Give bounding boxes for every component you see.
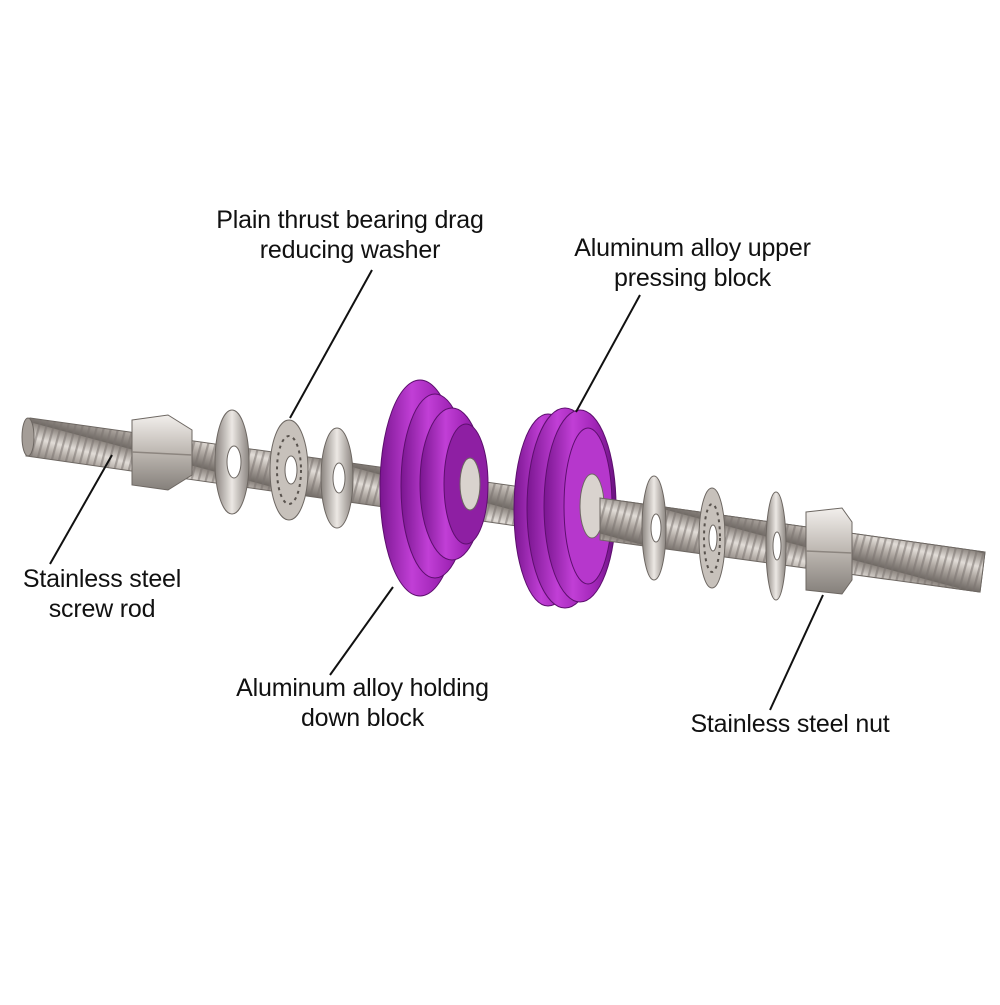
label-holding-block-line-2: down block xyxy=(300,704,425,732)
leader-nut xyxy=(769,594,824,711)
label-thrust-washer-line-2: reducing washer xyxy=(259,236,441,264)
upper-pressing-block xyxy=(513,407,617,609)
label-screw-rod-line-1: Stainless steel xyxy=(22,565,182,593)
leader-holding-block xyxy=(329,586,394,676)
label-upper-block: Aluminum alloy upper pressing block xyxy=(560,233,825,293)
left-washer-1 xyxy=(214,409,250,515)
label-upper-block-line-1: Aluminum alloy upper xyxy=(574,234,811,262)
holding-down-block xyxy=(379,379,489,597)
leader-screw-rod xyxy=(49,454,113,565)
leader-upper-block xyxy=(575,294,641,413)
label-thrust-washer: Plain thrust bearing drag reducing washe… xyxy=(205,205,495,265)
thrust-bearing-washer-right xyxy=(698,487,726,589)
left-washer-2 xyxy=(320,427,354,529)
label-screw-rod-line-2: screw rod xyxy=(48,595,156,623)
label-nut-line-1: Stainless steel nut xyxy=(690,710,890,738)
label-holding-block: Aluminum alloy holding down block xyxy=(220,673,505,733)
right-washer-1 xyxy=(641,475,667,581)
label-upper-block-line-2: pressing block xyxy=(613,264,771,292)
label-nut: Stainless steel nut xyxy=(685,709,895,739)
leader-lines xyxy=(49,269,824,711)
label-screw-rod: Stainless steel screw rod xyxy=(12,564,192,624)
thrust-bearing-washer-left xyxy=(269,419,309,521)
left-nut xyxy=(131,414,193,491)
right-washer-2 xyxy=(765,491,787,601)
right-nut xyxy=(805,507,853,595)
leader-thrust-washer xyxy=(289,269,373,419)
label-holding-block-line-1: Aluminum alloy holding xyxy=(236,674,489,702)
label-thrust-washer-line-1: Plain thrust bearing drag xyxy=(216,206,484,234)
